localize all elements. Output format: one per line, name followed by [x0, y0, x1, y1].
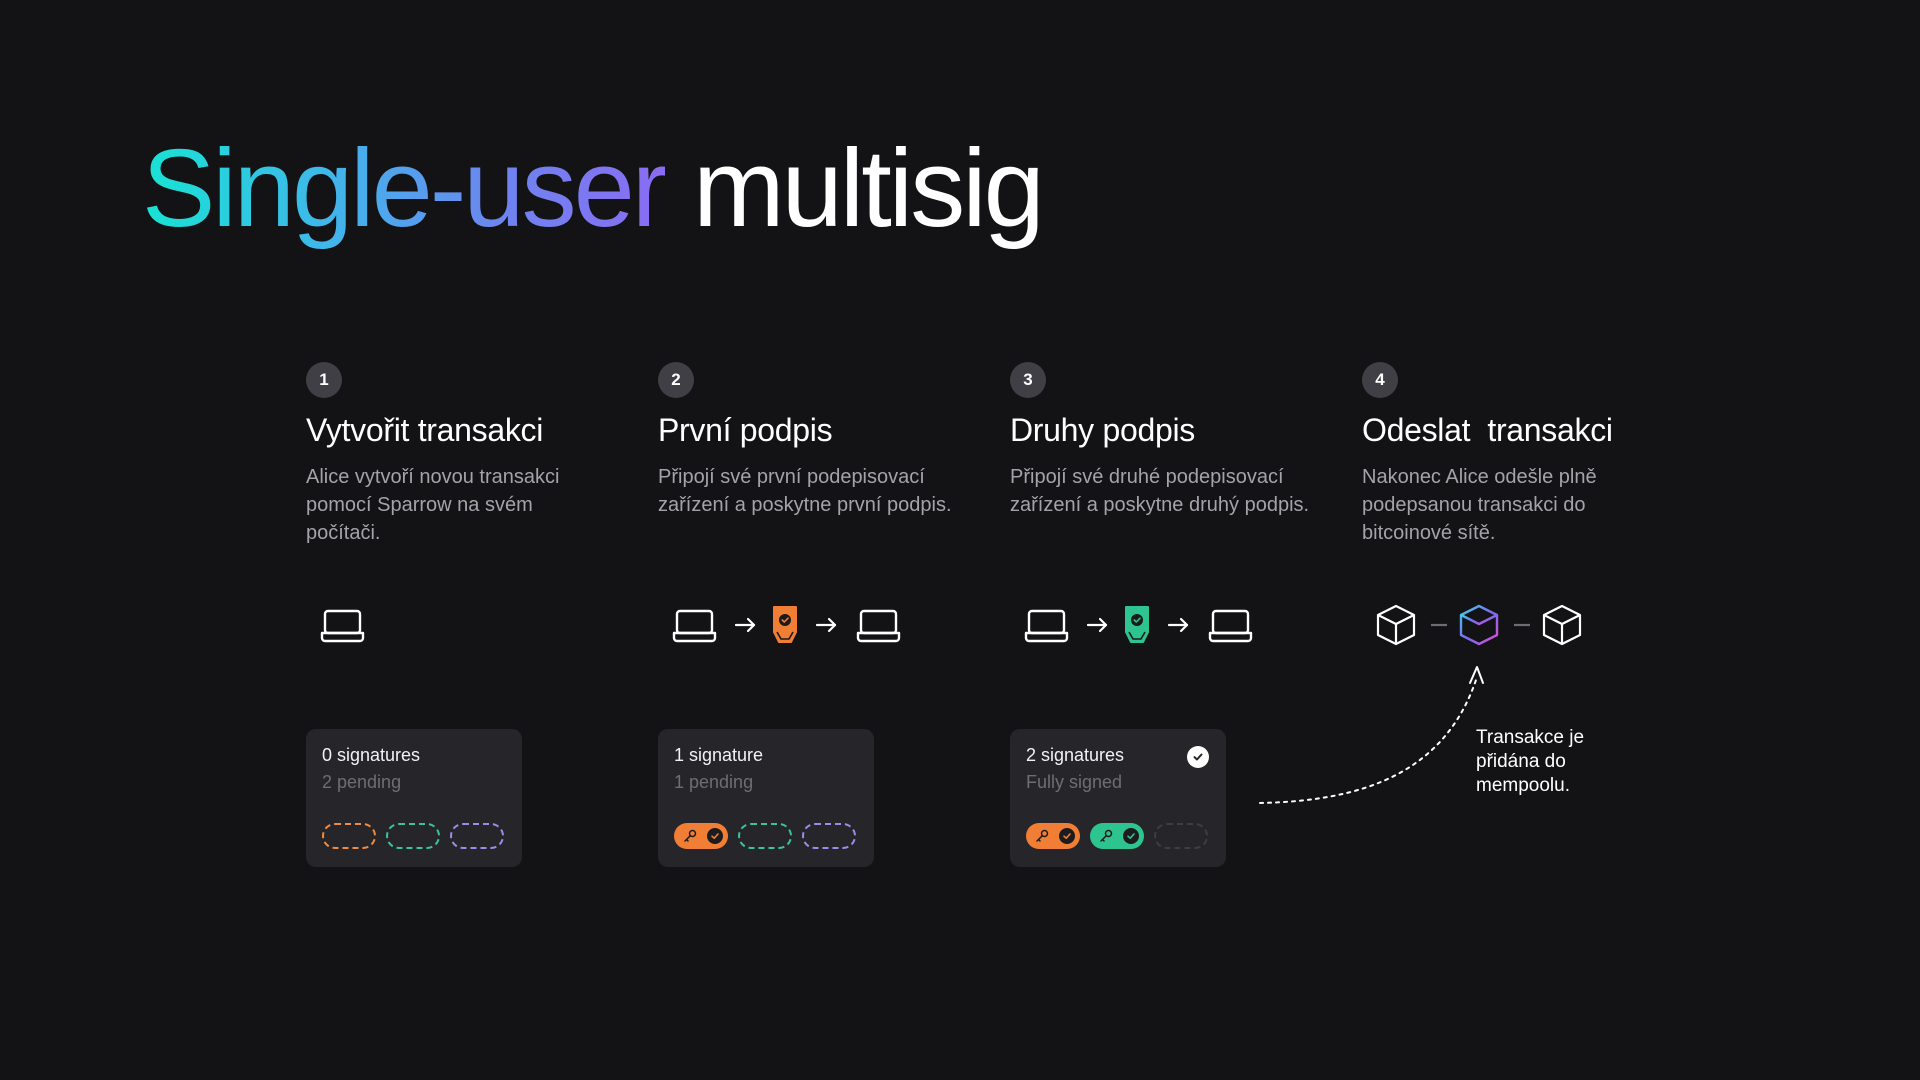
key-icon [1100, 829, 1113, 842]
signed-slot-teal [1090, 823, 1144, 849]
mempool-note: Transakce je přidána do mempoolu. [1476, 727, 1585, 796]
step-description: Připojí své druhé podepisovací zařízení … [1010, 466, 1310, 516]
block-cube-icon [1459, 604, 1499, 646]
signature-card-2: 1 signature 1 pending [658, 729, 874, 867]
step-2: 2 První podpis Připojí své první podepis… [658, 362, 978, 519]
check-icon [1123, 828, 1139, 844]
signed-slot-orange [674, 823, 728, 849]
step-number-badge: 2 [658, 362, 694, 398]
signature-slots [1026, 823, 1208, 849]
hardware-wallet-icon [1125, 606, 1149, 643]
step-1-icons [320, 600, 366, 650]
check-icon [707, 828, 723, 844]
step-1: 1 Vytvořit transakci Alice vytvoří novou… [306, 362, 626, 547]
step-title: První podpis [658, 412, 833, 448]
laptop-icon [1208, 609, 1253, 643]
signature-status: Fully signed [1026, 772, 1123, 792]
step-number-badge: 3 [1010, 362, 1046, 398]
page-title: Single-user multisig [142, 127, 1045, 250]
step-description: Alice vytvoří novou transakci pomocí Spa… [306, 466, 560, 544]
hardware-wallet-icon [773, 606, 797, 643]
laptop-icon [320, 609, 365, 643]
step-3: 3 Druhy podpis Připojí své druhé podepis… [1010, 362, 1330, 519]
step-title: Druhy podpis [1010, 412, 1195, 448]
step-title: Odeslat transakci [1362, 412, 1613, 448]
step-title: Vytvořit transakci [306, 412, 544, 448]
empty-slot-purple [450, 823, 504, 849]
signature-slots [674, 823, 856, 849]
step-4: 4 Odeslat transakci Nakonec Alice odešle… [1362, 362, 1682, 547]
laptop-icon [672, 609, 717, 643]
empty-slot-purple [802, 823, 856, 849]
signature-status: 1 pending [674, 772, 754, 792]
key-icon [684, 829, 697, 842]
key-icon [1036, 829, 1049, 842]
signature-count: 2 signatures [1026, 745, 1125, 765]
arrow-right-icon [734, 617, 756, 633]
step-description: Nakonec Alice odešle plně podepsanou tra… [1362, 466, 1597, 544]
signature-count: 1 signature [674, 745, 764, 765]
arrow-right-icon [1086, 617, 1108, 633]
check-icon [1059, 828, 1075, 844]
signed-slot-orange [1026, 823, 1080, 849]
empty-slot-orange [322, 823, 376, 849]
signature-card-3: 2 signatures Fully signed [1010, 729, 1226, 867]
signature-card-1: 0 signatures 2 pending [306, 729, 522, 867]
step-2-icons [672, 600, 912, 650]
empty-slot-unused [1154, 823, 1208, 849]
signature-count: 0 signatures [322, 745, 421, 765]
step-3-icons [1024, 600, 1264, 650]
signature-slots [322, 823, 504, 849]
step-description: Připojí své první podepisovací zařízení … [658, 466, 952, 516]
empty-slot-teal [386, 823, 440, 849]
broadcast-arrow [1259, 666, 1484, 804]
step-number-badge: 4 [1362, 362, 1398, 398]
laptop-icon [856, 609, 901, 643]
fully-signed-check-icon [1187, 746, 1209, 768]
block-cube-icon [1542, 604, 1582, 646]
signature-status: 2 pending [322, 772, 402, 792]
arrow-right-icon [1167, 617, 1189, 633]
step-number-badge: 1 [306, 362, 342, 398]
block-cube-icon [1376, 604, 1416, 646]
laptop-icon [1024, 609, 1069, 643]
title-gradient-part: Single-user [142, 127, 668, 250]
step-4-icons [1376, 600, 1586, 650]
title-plain-part: multisig [692, 127, 1045, 250]
empty-slot-teal [738, 823, 792, 849]
arrow-right-icon [815, 617, 837, 633]
